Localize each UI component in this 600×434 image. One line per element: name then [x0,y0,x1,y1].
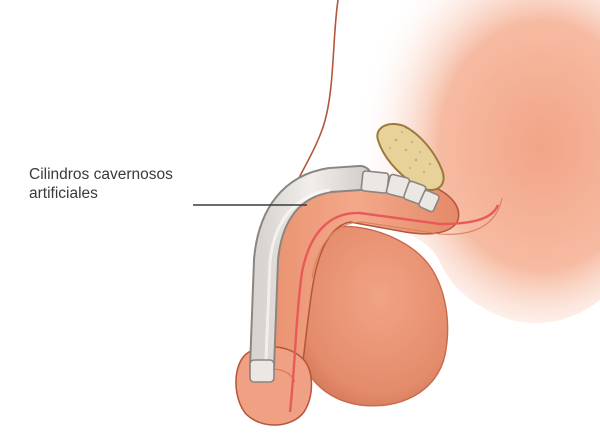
abdomen-contour [292,0,338,195]
implant-tip [250,360,274,382]
implant-label-line1: Cilindros cavernosos [29,165,173,184]
implant-label-line2: artificiales [29,184,173,203]
implant-label: Cilindros cavernosos artificiales [29,165,173,203]
